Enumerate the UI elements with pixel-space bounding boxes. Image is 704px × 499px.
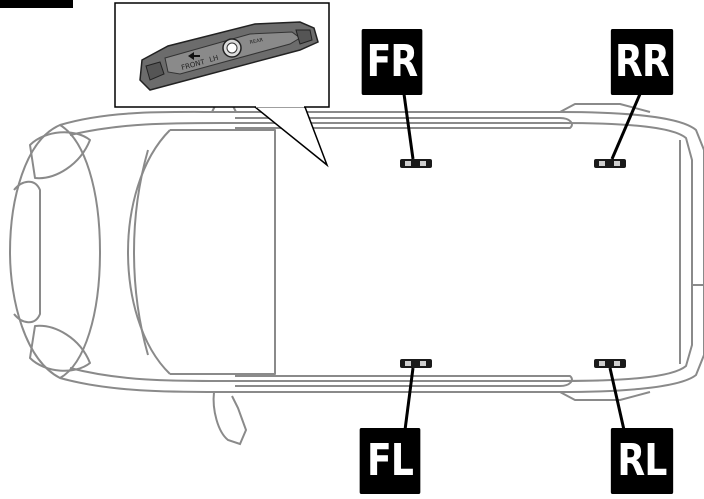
leader-fr: [402, 93, 415, 160]
corner-tab: [0, 0, 73, 8]
label-rear-left: RL: [610, 428, 674, 494]
inset-lh-label: LH: [208, 54, 219, 64]
sensor-front-left: [400, 359, 432, 368]
leader-lines: [402, 93, 642, 431]
label-front-left: FL: [359, 428, 421, 494]
inset-callout: FRONT LH REAR: [114, 2, 330, 168]
sensor-rear-left: [594, 359, 626, 368]
sensor-rear-right: [594, 159, 626, 168]
label-front-right: FR: [361, 29, 423, 95]
leader-rr: [610, 93, 642, 160]
label-rear-right: RR: [610, 29, 674, 95]
inset-rear-label: REAR: [249, 37, 264, 46]
leader-rl: [608, 367, 626, 431]
leader-fl: [403, 367, 415, 431]
switch-panel: FRONT LH REAR: [139, 21, 319, 91]
arrow-left-icon: [188, 52, 200, 60]
sensor-front-right: [400, 159, 432, 168]
vehicle-outline: [9, 103, 704, 401]
